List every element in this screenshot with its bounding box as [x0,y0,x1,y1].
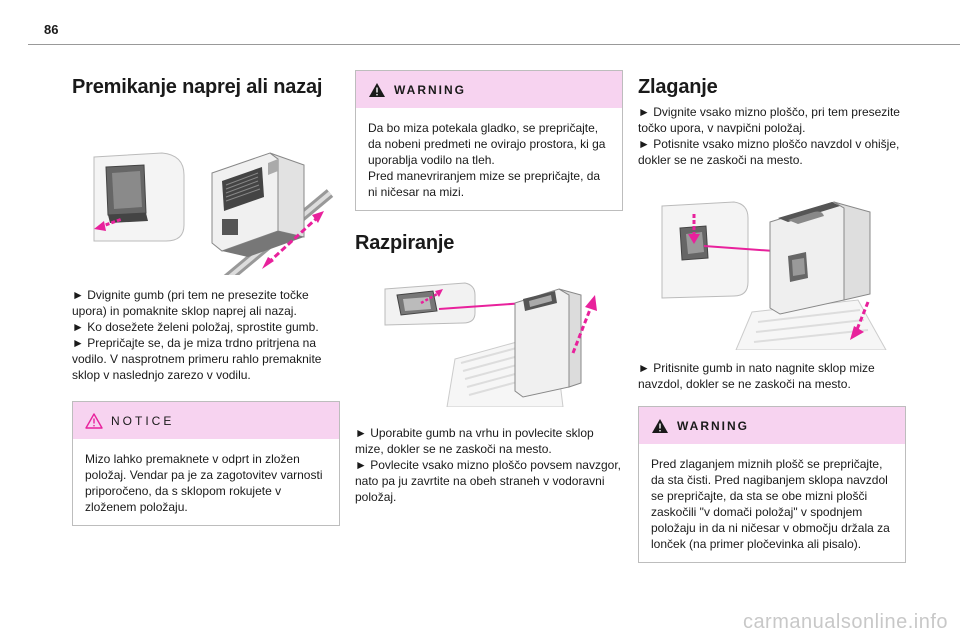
instruction-fold-1: ► Dvignite vsako mizno ploščo, pri tem p… [638,105,900,135]
watermark: carmanualsonline.info [742,611,948,633]
instruction-unfold-1: ► Uporabite gumb na vrhu in povlecite sk… [355,426,594,456]
instruction-fold-2: ► Potisnite vsako mizno ploščo navzdol v… [638,137,900,167]
warning-box-bottom: WARNING Pred zlaganjem miznih plošč se p… [638,406,906,563]
warning-text-top-1: Da bo miza potekala gladko, se prepričaj… [368,121,606,167]
instructions-unfold: ► Uporabite gumb na vrhu in povlecite sk… [355,425,623,505]
instruction-move-1: ► Dvignite gumb (pri tem ne presezite to… [72,288,309,318]
warning-icon [369,82,385,97]
instruction-move-2: ► Ko dosežete želeni položaj, sprostite … [72,320,319,334]
section-title-fold: Zlaganje [638,76,718,98]
column-unfold: WARNING Da bo miza potekala gladko, se p… [355,70,623,505]
warning-label-top: WARNING [394,82,466,97]
warning-text-top-2: Pred manevriranjem mize se prepričajte, … [368,169,601,199]
warning-icon [652,418,668,433]
instructions-fold-2: ► Pritisnite gumb in nato nagnite sklop … [638,360,906,392]
warning-header-top: WARNING [356,71,622,108]
section-title-unfold: Razpiranje [355,232,455,254]
instruction-unfold-2: ► Povlecite vsako mizno ploščo povsem na… [355,458,621,504]
instruction-move-3: ► Prepričajte se, da je miza trdno pritr… [72,336,322,382]
header-rule [28,44,960,45]
notice-label: NOTICE [111,413,175,428]
instructions-move: ► Dvignite gumb (pri tem ne presezite to… [72,287,340,383]
notice-text: Mizo lahko premaknete v odprt in zložen … [85,452,323,514]
instruction-fold-3: ► Pritisnite gumb in nato nagnite sklop … [638,361,875,391]
page-number: 86 [44,22,59,37]
notice-icon [85,412,103,429]
illustration-table-slide [93,152,334,275]
warning-label-bottom: WARNING [677,418,749,433]
warning-header-bottom: WARNING [639,407,905,444]
column-fold: Zlaganje ► Dvignite vsako mizno ploščo, … [638,70,906,563]
notice-header: NOTICE [73,402,339,439]
warning-box-top: WARNING Da bo miza potekala gladko, se p… [355,70,623,211]
section-title-move: Premikanje naprej ali nazaj [72,76,323,98]
column-move: Premikanje naprej ali nazaj ► Dvignite g… [72,70,340,526]
illustration-table-unfold [384,282,597,407]
warning-body-top: Da bo miza potekala gladko, se prepričaj… [356,108,622,210]
illustration-table-fold [661,201,887,350]
instructions-fold: ► Dvignite vsako mizno ploščo, pri tem p… [638,104,906,168]
warning-text-bottom: Pred zlaganjem miznih plošč se prepričaj… [651,457,890,551]
notice-box: NOTICE Mizo lahko premaknete v odprt in … [72,401,340,526]
